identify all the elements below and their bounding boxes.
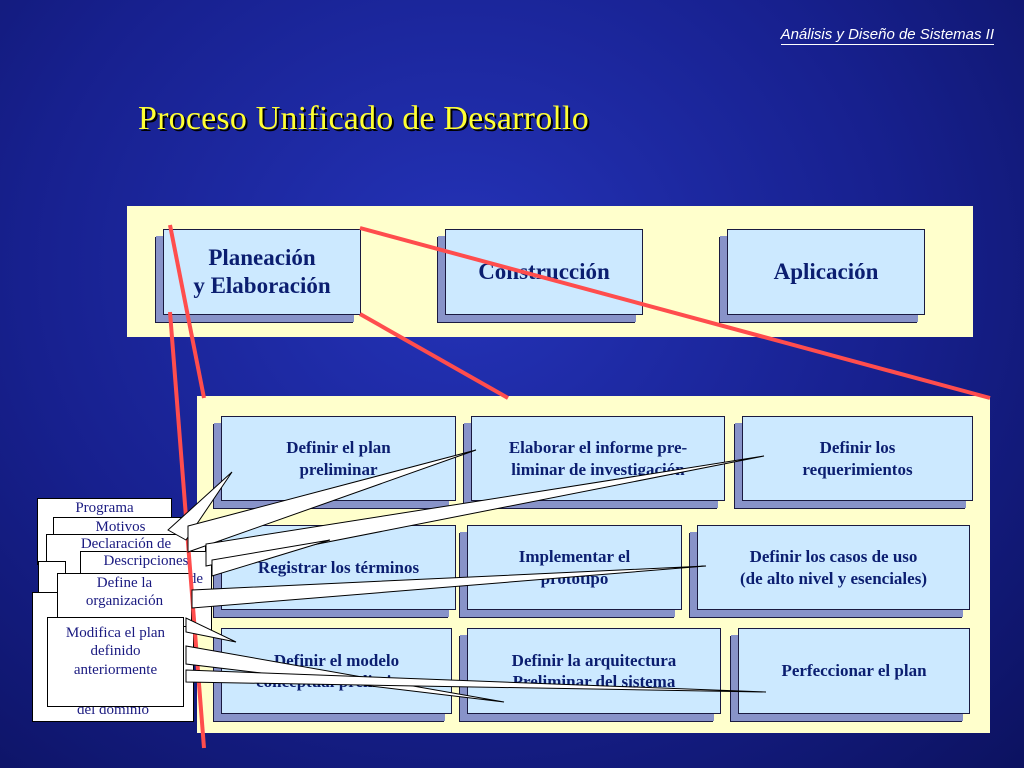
callout-pointer bbox=[185, 617, 237, 643]
activity-line-1: Registrar los términos bbox=[257, 557, 420, 577]
activity-line-1: Elaborar el informe pre- bbox=[508, 438, 688, 458]
activity-line-2: (de alto nivel y esenciales) bbox=[740, 568, 927, 588]
activity-line-1: Definir el plan bbox=[286, 438, 391, 458]
callout-note-modifica-plan: Modifica el plan definido anteriormente bbox=[47, 617, 184, 707]
phase-aplicacion: Aplicación bbox=[727, 229, 925, 315]
phase-construccion: Construcción bbox=[445, 229, 643, 315]
callout-pointer bbox=[191, 565, 707, 609]
activity-line-1: Perfeccionar el plan bbox=[781, 661, 927, 681]
note-text: Motivos bbox=[95, 519, 146, 535]
callout-pointer bbox=[185, 669, 767, 693]
callout-pointer bbox=[167, 471, 233, 541]
phase-label: Aplicación bbox=[773, 259, 879, 285]
note-text: Declaración de bbox=[80, 536, 172, 552]
activity-definir-modelo-conceptual: Definir el modeloconceptual preliminar bbox=[221, 628, 452, 714]
zoom-line-bottom-right bbox=[359, 312, 509, 400]
activity-line-2: preliminar bbox=[299, 459, 378, 479]
callout-pointer bbox=[187, 449, 477, 553]
course-title: Análisis y Diseño de Sistemas II bbox=[780, 26, 994, 45]
zoom-line-left-outer bbox=[168, 224, 206, 399]
phase-line-2: y Elaboración bbox=[193, 273, 331, 298]
activity-line-1: Definir los bbox=[819, 438, 896, 458]
callout-pointer bbox=[205, 455, 765, 567]
activity-line-1: Definir los casos de uso bbox=[749, 547, 918, 567]
callout-pointer bbox=[211, 539, 331, 577]
activity-line-2: liminar de investigación bbox=[511, 459, 685, 479]
activity-line-2: requerimientos bbox=[802, 459, 913, 479]
activity-definir-casos-uso: Definir los casos de uso(de alto nivel y… bbox=[697, 525, 970, 610]
phase-line-1: Planeación bbox=[208, 245, 316, 271]
zoom-line-top-right bbox=[359, 226, 991, 400]
phase-label: Construcción bbox=[478, 259, 610, 285]
activity-line-1: Definir la arquitectura bbox=[511, 650, 677, 670]
activity-line-1: Implementar el bbox=[518, 547, 631, 567]
note-text: Modifica el plan definido anteriormente bbox=[65, 625, 166, 678]
slide-title: Proceso Unificado de Desarrollo bbox=[138, 100, 589, 137]
activity-line-1: Definir el modelo bbox=[273, 650, 400, 670]
note-text: Descripciones bbox=[103, 553, 189, 569]
phase-planeacion-elaboracion: Planeación y Elaboración bbox=[163, 229, 361, 315]
note-text: Define la organización bbox=[85, 575, 164, 610]
activity-perfeccionar-plan: Perfeccionar el plan bbox=[738, 628, 970, 714]
note-text: Programa bbox=[75, 500, 134, 516]
